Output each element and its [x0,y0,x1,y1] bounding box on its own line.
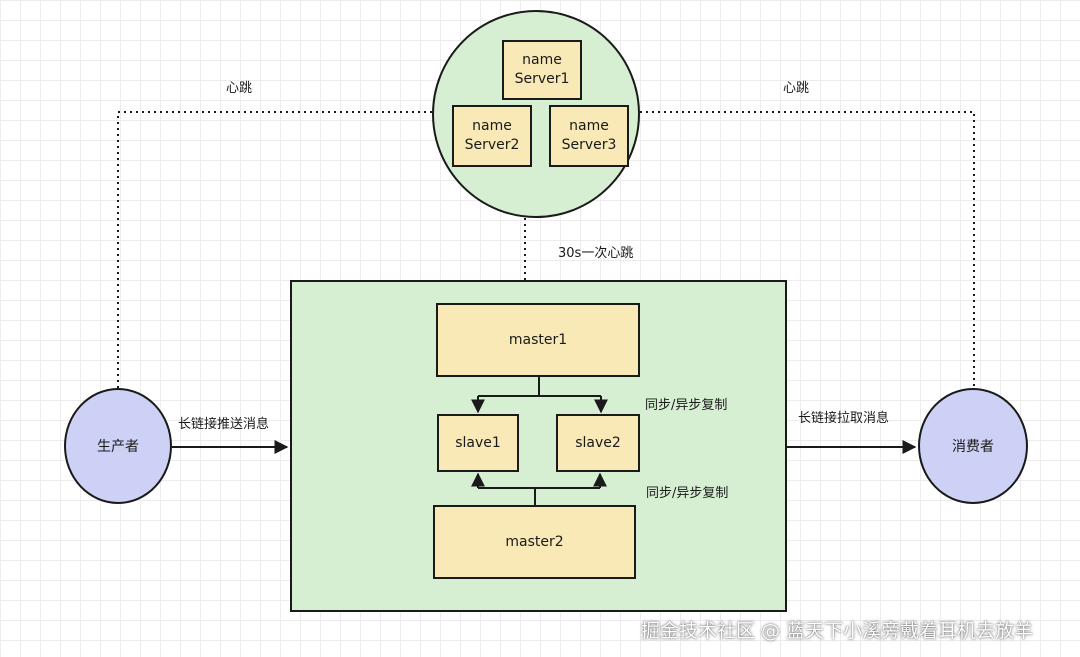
heartbeat-line-right [640,111,975,388]
consumer-node: 消费者 [918,388,1028,504]
heartbeat-label-left: 心跳 [226,81,253,96]
master2-box: master2 [433,505,636,579]
master1-replication-connector [478,377,601,397]
consumer-edge-label: 长链接拉取消息 [798,411,890,426]
master2-replication-connector [478,487,600,505]
watermark: 掘金技术社区 @ 蓝天下小溪旁戴着耳机去放羊 [641,620,1034,642]
heartbeat-label-right: 心跳 [783,81,810,96]
producer-edge-label: 长链接推送消息 [178,417,270,432]
nameserver-1: name Server1 [502,40,582,100]
nameserver-3: name Server3 [549,105,629,167]
heartbeat-label-broker: 30s一次心跳 [558,246,634,261]
producer-node: 生产者 [64,388,172,504]
sync-label-bottom: 同步/异步复制 [646,486,729,501]
slave1-box: slave1 [437,414,519,472]
master1-box: master1 [436,303,640,377]
nameserver-2: name Server2 [452,105,532,167]
slave2-box: slave2 [556,414,640,472]
heartbeat-line-left [117,111,432,388]
sync-label-top: 同步/异步复制 [645,398,728,413]
